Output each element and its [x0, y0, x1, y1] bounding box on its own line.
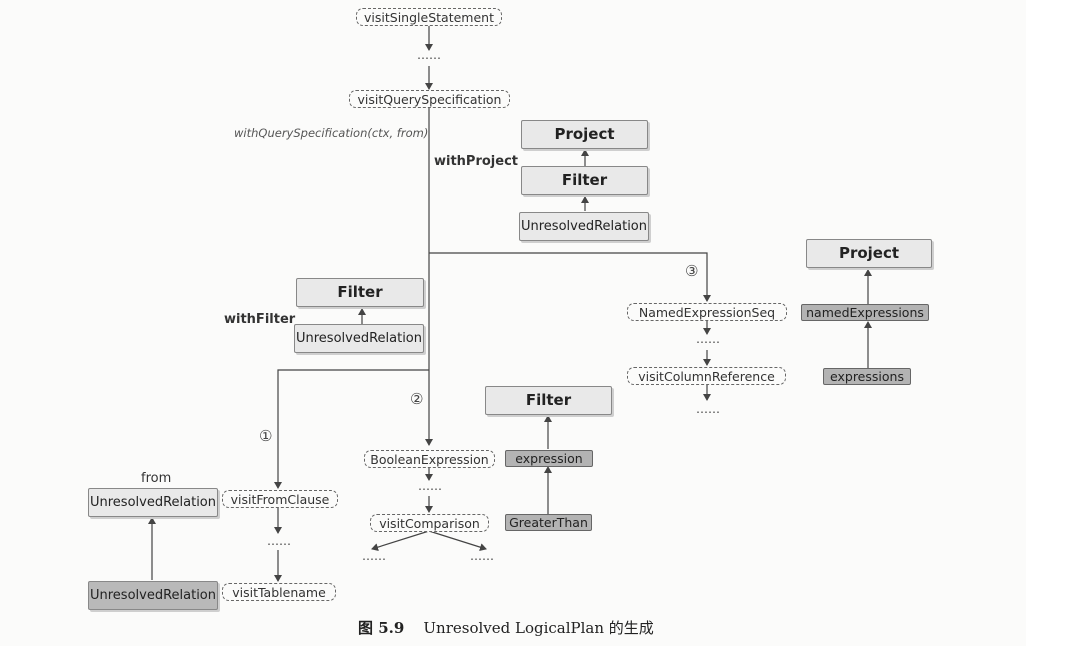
ellipsis-2: …… [696, 332, 720, 346]
ellipsis-4: …… [418, 479, 442, 493]
with-query-specification-label: withQuerySpecification(ctx, from) [234, 126, 429, 140]
ellipsis-6: …… [470, 549, 494, 563]
boolean-expression-node: BooleanExpression [364, 450, 495, 468]
expression-chip: expression [505, 450, 593, 467]
caption-text: Unresolved LogicalPlan 的生成 [423, 619, 654, 637]
ellipsis-3: …… [696, 402, 720, 416]
ellipsis-5: …… [362, 549, 386, 563]
circle-1-marker: ① [259, 427, 273, 445]
top-relation-box: UnresolvedRelation [519, 212, 649, 241]
circle-3-marker: ③ [685, 262, 699, 280]
from-relation-dark-box: UnresolvedRelation [88, 581, 218, 610]
visit-query-specification-node: visitQuerySpecification [349, 90, 510, 108]
from-label: from [141, 471, 172, 486]
project-box: Project [806, 239, 932, 268]
with-filter-label: withFilter [224, 312, 296, 327]
figure-caption: 图 5.9 Unresolved LogicalPlan 的生成 [358, 617, 654, 638]
named-expression-seq-node: NamedExpressionSeq [627, 303, 787, 321]
caption-number: 图 5.9 [358, 619, 405, 637]
ellipsis-1: …… [417, 48, 441, 62]
expressions-chip: expressions [823, 368, 911, 385]
visit-comparison-node: visitComparison [370, 514, 489, 532]
top-project-box: Project [521, 120, 648, 149]
circle-2-marker: ② [410, 390, 424, 408]
visit-tablename-node: visitTablename [222, 583, 336, 601]
ellipsis-7: …… [267, 534, 291, 548]
greater-than-chip: GreaterThan [505, 514, 592, 531]
with-project-label: withProject [434, 154, 518, 169]
diagram-page [0, 0, 1026, 646]
visit-single-statement-node: visitSingleStatement [356, 8, 502, 26]
from-relation-box: UnresolvedRelation [88, 488, 218, 517]
visit-column-reference-node: visitColumnReference [627, 367, 786, 385]
named-expressions-chip: namedExpressions [801, 304, 929, 321]
filter-box: Filter [485, 386, 612, 415]
with-filter-relation-box: UnresolvedRelation [294, 324, 424, 353]
with-filter-filter-box: Filter [296, 278, 424, 307]
visit-from-clause-node: visitFromClause [222, 490, 338, 508]
top-filter-box: Filter [521, 166, 648, 195]
